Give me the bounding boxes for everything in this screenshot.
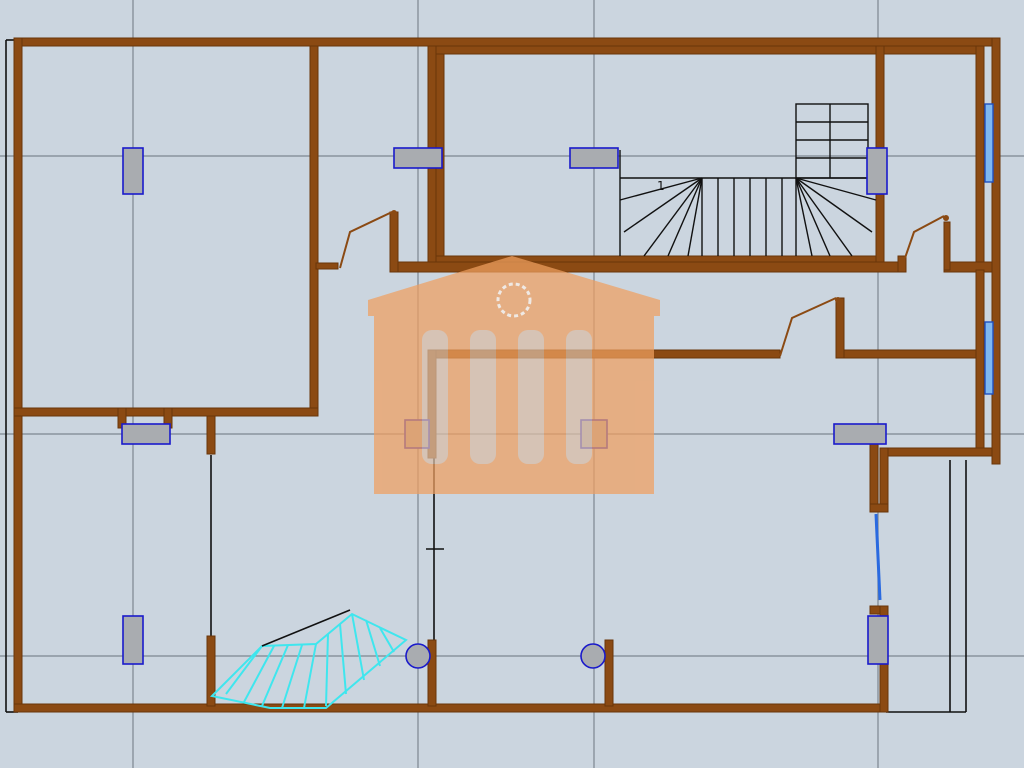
wall-entry-b	[879, 447, 889, 513]
outer-thin-lines	[5, 39, 967, 713]
wall-right-bottom	[883, 447, 993, 457]
column	[833, 423, 887, 445]
window-entry	[874, 513, 882, 601]
wall-right-inner	[975, 269, 985, 457]
column	[122, 615, 144, 665]
wall-mid-stub	[604, 639, 614, 707]
stair-curved-tread	[225, 645, 263, 695]
stair-winder	[619, 177, 703, 201]
wall-small-top	[883, 45, 985, 55]
window-right-mid	[984, 321, 994, 395]
stair-curved-tread	[379, 627, 395, 653]
stair-curved-tread	[261, 644, 289, 707]
stair-curved-tread	[243, 645, 275, 703]
wall-door-jamb-a	[389, 211, 399, 273]
wall-small-right	[975, 45, 985, 271]
logo-emblem-icon	[496, 282, 532, 318]
wall-small-bottom	[943, 261, 993, 273]
column	[867, 615, 889, 665]
wall-bottom	[13, 703, 889, 713]
logo-pillar	[518, 330, 544, 464]
logo-pillar	[422, 330, 448, 464]
stair-winder	[795, 177, 853, 257]
stair-winder	[623, 177, 703, 233]
door-swing-c	[779, 297, 837, 357]
column	[393, 147, 443, 169]
stair-curved-tread	[351, 613, 365, 681]
stair-winder	[667, 177, 703, 257]
wall-left	[13, 37, 23, 713]
wall-door-jamb-d	[835, 297, 845, 359]
wall-stub-a	[315, 262, 339, 270]
door-swings	[339, 210, 949, 357]
watermark-logo	[368, 256, 660, 494]
column	[121, 423, 171, 445]
logo-body	[374, 316, 654, 494]
round-column	[405, 643, 431, 669]
wall-top	[13, 37, 1001, 47]
stair-curved-handrail	[261, 609, 351, 647]
stair-label: 1	[657, 179, 665, 193]
stair-winder	[795, 177, 831, 257]
wall-partition-bottom	[206, 635, 216, 707]
staircase-main: 1	[619, 103, 877, 257]
round-column	[580, 643, 606, 669]
column	[122, 147, 144, 195]
column	[866, 147, 888, 195]
door-hinge-c	[835, 297, 841, 303]
door-hinge-a	[391, 210, 397, 216]
stair-winder	[795, 177, 813, 257]
wall-right	[991, 37, 1001, 465]
stair-curved-tread	[325, 633, 329, 707]
logo-pillar	[566, 330, 592, 464]
door-swing-a	[339, 211, 393, 269]
door-hinge-b	[943, 215, 949, 221]
wall-corridor-b-right	[835, 349, 985, 359]
stair-curved-tread	[339, 623, 347, 695]
stair-curved-tread	[365, 619, 381, 667]
stair-winder	[687, 177, 703, 257]
column	[569, 147, 619, 169]
stair-winder	[795, 177, 873, 233]
wall-door-jamb-b	[943, 221, 951, 271]
window-right-top	[984, 103, 994, 183]
wall-stair-top	[435, 45, 885, 55]
staircase-curved	[209, 609, 408, 709]
logo-roof	[368, 256, 660, 316]
wall-partition-top	[206, 415, 216, 455]
windows	[874, 103, 994, 601]
door-swing-b	[904, 215, 945, 259]
stair-winder	[643, 177, 703, 257]
wall-door-jamb-c	[897, 255, 907, 273]
stair-curved-tread	[303, 643, 317, 709]
wall-entry-cap	[869, 503, 889, 513]
wall-room-a-right	[309, 45, 319, 417]
stair-curved-outline	[209, 612, 408, 709]
stair-curved-tread	[281, 644, 303, 709]
stair-winder	[795, 177, 877, 201]
logo-pillar	[470, 330, 496, 464]
wall-entry-a	[869, 439, 879, 513]
wall-mid-bottom	[427, 639, 437, 707]
